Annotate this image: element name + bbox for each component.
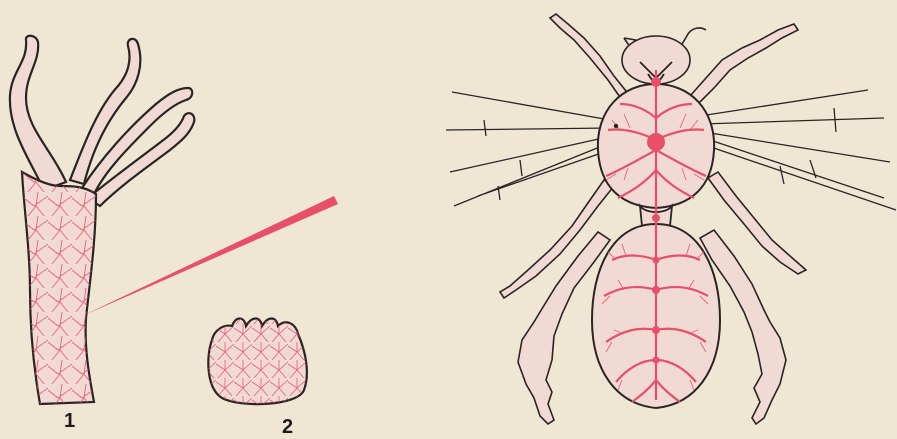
left-wings xyxy=(446,92,612,206)
hydra-tentacle xyxy=(10,36,66,190)
figure-label-2: 2 xyxy=(282,416,293,439)
insect-figure xyxy=(446,14,896,424)
bud-figure xyxy=(208,319,307,405)
figure-label-1: 1 xyxy=(64,410,75,433)
spiracle xyxy=(614,124,618,128)
magnification-pointer xyxy=(82,196,338,316)
